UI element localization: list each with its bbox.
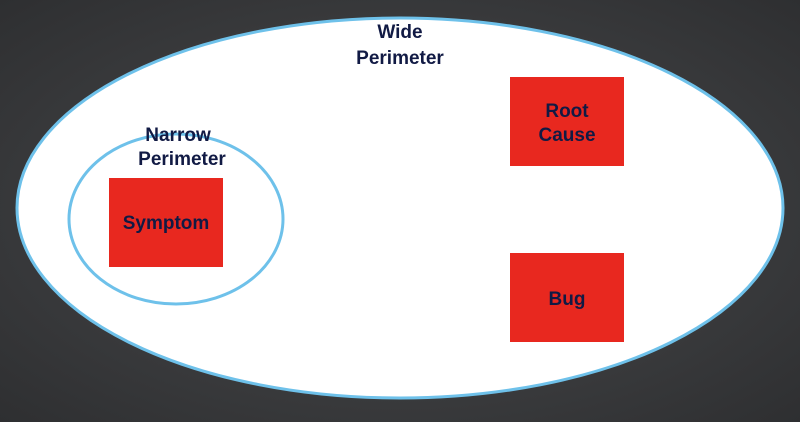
narrow-perimeter-label-line1: Narrow: [145, 125, 211, 146]
root-cause-box: Root Cause: [510, 77, 624, 166]
narrow-perimeter-label-line2: Perimeter: [138, 149, 226, 170]
bug-box: Bug: [510, 253, 624, 342]
wide-perimeter-label-line2: Perimeter: [356, 48, 444, 69]
root-cause-label-line2: Cause: [538, 125, 595, 146]
bug-box-rect: [510, 253, 624, 342]
root-cause-box-rect: [510, 77, 624, 166]
symptom-box: Symptom: [109, 178, 223, 267]
bug-label: Bug: [549, 289, 586, 310]
symptom-box-rect: [109, 178, 223, 267]
root-cause-label-line1: Root: [545, 101, 589, 122]
symptom-label: Symptom: [123, 213, 210, 234]
wide-perimeter-label-line1: Wide: [377, 22, 422, 43]
